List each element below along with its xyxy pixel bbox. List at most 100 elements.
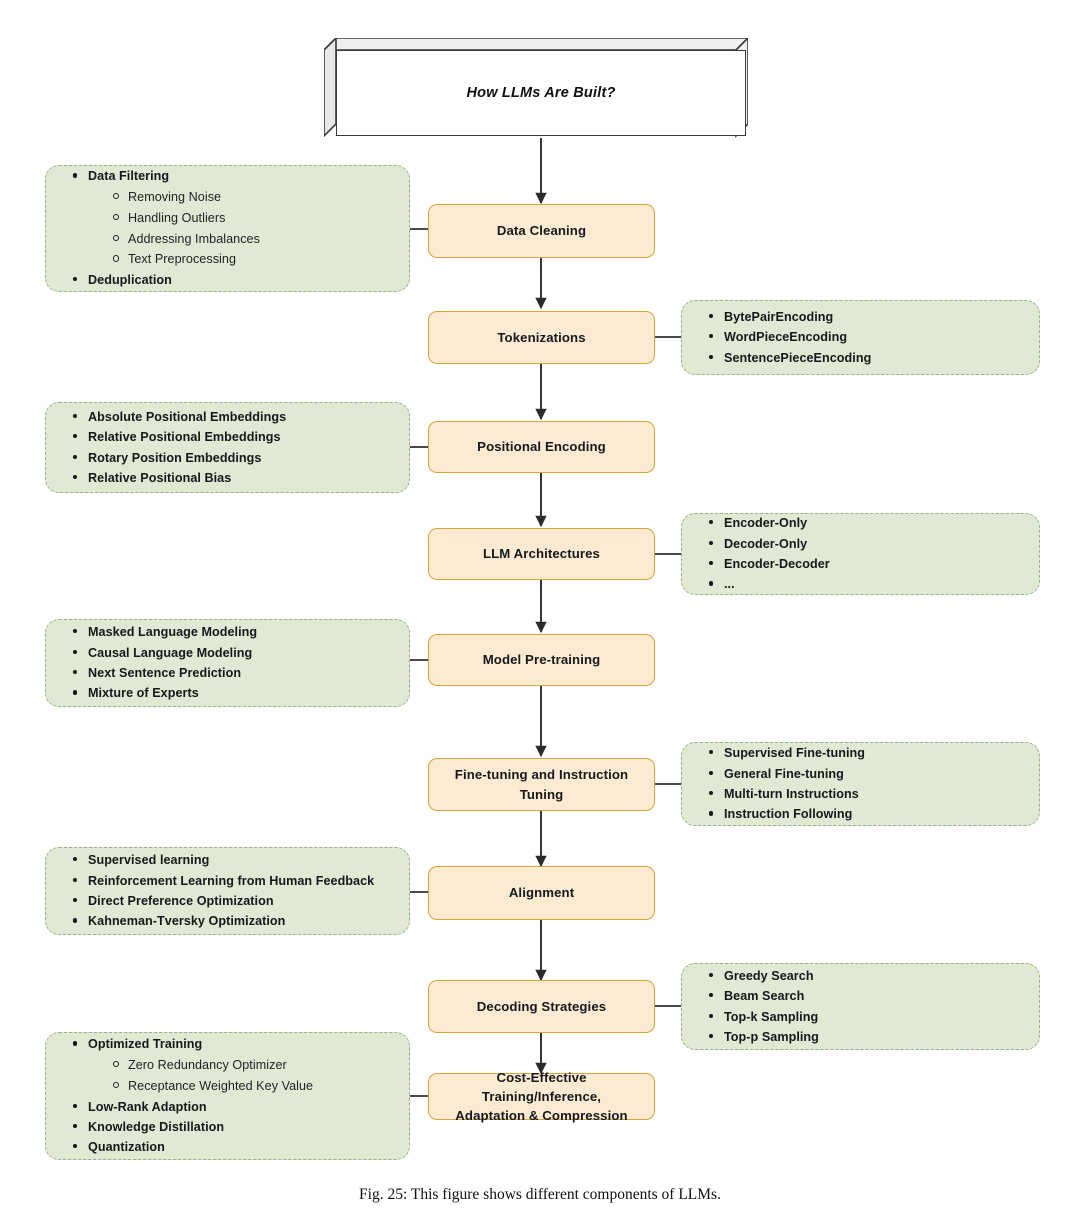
list-item-label: Encoder-Only (724, 516, 808, 531)
list-item: Relative Positional Bias (73, 468, 399, 488)
node-label-line-2: Adaptation & Compression (455, 1108, 628, 1124)
list-item: Masked Language Modeling (73, 622, 399, 642)
list-item: Supervised Fine-tuning (709, 743, 1029, 763)
list-item-label: Greedy Search (724, 968, 814, 983)
node-label: Tokenizations (497, 329, 586, 345)
list-item-label: Addressing Imbalances (128, 231, 260, 246)
list-item: Next Sentence Prediction (73, 663, 399, 683)
bullet-disc-icon (73, 173, 78, 178)
node-model-pretraining[interactable]: Model Pre-training (428, 634, 655, 686)
bullet-circle-icon (113, 234, 120, 241)
list-item: Decoder-Only (709, 534, 1029, 554)
bullet-disc-icon (73, 474, 78, 480)
list-item-label: Causal Language Modeling (88, 645, 253, 660)
list-item: Optimized Training Zero Redundancy Optim… (73, 1034, 399, 1096)
list-item-label: Quantization (88, 1140, 165, 1155)
detail-list: Optimized Training Zero Redundancy Optim… (46, 1034, 409, 1157)
detail-list: BytePairEncoding WordPieceEncoding Sente… (682, 307, 1039, 368)
list-item-label: SentencePieceEncoding (724, 350, 872, 365)
list-item-label: WordPieceEncoding (724, 330, 848, 345)
bullet-disc-icon (709, 561, 714, 566)
list-item-label: Encoder-Decoder (724, 557, 830, 571)
bullet-disc-icon (73, 277, 78, 282)
list-item: Low-Rank Adaption (73, 1097, 399, 1117)
node-positional-encoding[interactable]: Positional Encoding (428, 421, 655, 473)
bullet-disc-icon (709, 993, 714, 998)
bullet-disc-icon (73, 898, 78, 903)
bullet-disc-icon (709, 540, 714, 545)
list-item-label: Direct Preference Optimization (88, 894, 274, 908)
list-item-label: Deduplication (88, 273, 172, 288)
bullet-disc-icon (709, 354, 714, 359)
node-label: Data Cleaning (496, 223, 587, 239)
list-item-label: Text Preprocessing (128, 252, 236, 267)
detail-box-positional-encoding: Absolute Positional Embeddings Relative … (45, 402, 410, 493)
bullet-disc-icon (709, 791, 714, 796)
list-item-label: Zero Redundancy Optimizer (128, 1057, 287, 1072)
list-item: Multi-turn Instructions (709, 784, 1029, 804)
detail-list: Data Filtering Removing Noise Handling O… (46, 166, 409, 290)
detail-list: Masked Language Modeling Causal Language… (46, 622, 409, 704)
bullet-disc-icon (73, 670, 78, 675)
list-item-label: Reinforcement Learning from Human Feedba… (88, 873, 375, 888)
detail-list: Encoder-Only Decoder-Only Encoder-Decode… (682, 513, 1039, 595)
list-item: Encoder-Only (709, 513, 1029, 533)
list-item: Deduplication (73, 270, 399, 290)
bullet-disc-icon (709, 520, 714, 525)
detail-box-llm-architectures: Encoder-Only Decoder-Only Encoder-Decode… (681, 513, 1040, 595)
list-item-label: Low-Rank Adaption (88, 1099, 207, 1114)
node-label: LLM Architectures (483, 546, 600, 562)
list-item-label: Optimized Training (88, 1037, 203, 1052)
list-item-label: Kahneman-Tversky Optimization (88, 914, 286, 929)
list-item: Greedy Search (709, 966, 1029, 986)
node-label: Decoding Strategies (476, 998, 607, 1014)
bullet-disc-icon (709, 972, 714, 977)
bullet-disc-icon (709, 1033, 714, 1039)
bullet-disc-icon (709, 581, 714, 586)
node-finetuning-instruction-tuning[interactable]: Fine-tuning and Instruction Tuning (428, 758, 655, 811)
detail-list: Greedy Search Beam Search Top-k Sampling… (682, 966, 1039, 1048)
bullet-disc-icon (73, 857, 78, 862)
bullet-disc-icon (709, 750, 714, 755)
list-item: SentencePieceEncoding (709, 348, 1029, 368)
bullet-disc-icon (709, 811, 714, 816)
list-item: Supervised learning (73, 850, 399, 870)
detail-sublist: Removing Noise Handling Outliers Address… (88, 187, 439, 271)
node-decoding-strategies[interactable]: Decoding Strategies (428, 980, 655, 1033)
bullet-disc-icon (73, 877, 78, 882)
bullet-disc-icon (73, 413, 78, 418)
bullet-disc-icon (73, 629, 78, 634)
bullet-circle-icon (113, 192, 120, 200)
list-item: Mixture of Experts (73, 683, 399, 703)
detail-box-finetuning: Supervised Fine-tuning General Fine-tuni… (681, 742, 1040, 826)
node-label: Alignment (508, 885, 575, 901)
node-alignment[interactable]: Alignment (428, 866, 655, 920)
list-item-label: Supervised learning (88, 853, 210, 868)
detail-box-model-pretraining: Masked Language Modeling Causal Language… (45, 619, 410, 707)
detail-box-cost-effective: Optimized Training Zero Redundancy Optim… (45, 1032, 410, 1160)
list-item: Top-p Sampling (709, 1027, 1029, 1047)
bullet-disc-icon (709, 313, 714, 319)
node-cost-effective-training[interactable]: Cost-Effective Training/Inference, Adapt… (428, 1070, 655, 1123)
node-label: Fine-tuning and Instruction Tuning (454, 767, 629, 802)
bullet-circle-icon (113, 213, 120, 220)
list-item-label: Handling Outliers (128, 210, 226, 225)
list-item-label: Absolute Positional Embeddings (88, 409, 287, 424)
bullet-disc-icon (709, 770, 714, 775)
detail-list: Supervised learning Reinforcement Learni… (46, 850, 409, 932)
bullet-disc-icon (709, 334, 714, 339)
bullet-circle-icon (113, 255, 120, 262)
list-item-label: Supervised Fine-tuning (724, 746, 866, 761)
list-item: Encoder-Decoder (709, 554, 1029, 574)
list-item-label: ... (724, 577, 735, 592)
node-tokenizations[interactable]: Tokenizations (428, 311, 655, 364)
list-item: Zero Redundancy Optimizer (113, 1055, 439, 1076)
node-data-cleaning[interactable]: Data Cleaning (428, 204, 655, 258)
bullet-disc-icon (73, 454, 78, 459)
list-item-label: Top-k Sampling (724, 1009, 819, 1024)
node-llm-architectures[interactable]: LLM Architectures (428, 528, 655, 580)
figure-title-box: How LLMs Are Built? (324, 38, 748, 138)
list-item-label: Decoder-Only (724, 536, 808, 551)
bullet-disc-icon (73, 1144, 78, 1149)
